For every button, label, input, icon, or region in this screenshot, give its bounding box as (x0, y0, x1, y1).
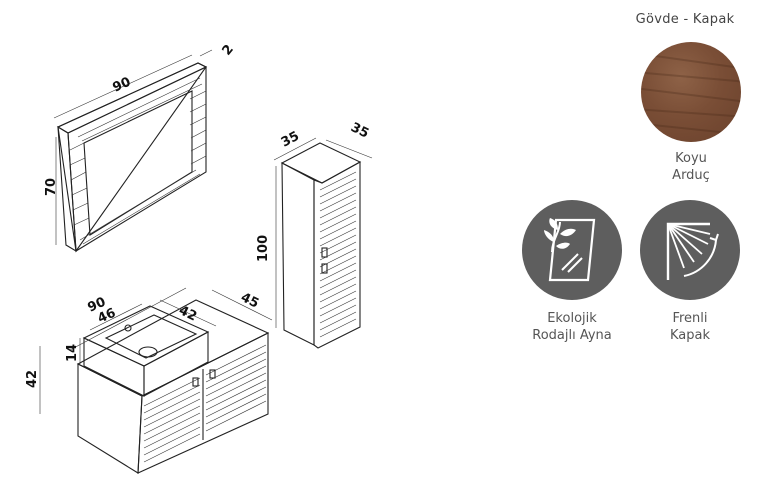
soft-close-label: Frenli Kapak (640, 310, 740, 344)
dim-unit-height: 42 (25, 370, 40, 388)
finish-name: Koyu Arduç (641, 150, 741, 184)
finish-name-line1: Koyu (675, 151, 707, 166)
eco-mirror-badge (522, 200, 622, 300)
eco-mirror-line1: Ekolojik (547, 311, 597, 326)
soft-close-line2: Kapak (669, 328, 710, 343)
finish-title: Gövde - Kapak (635, 12, 735, 27)
dim-cabinet-depth-right: 35 (348, 120, 371, 141)
dim-basin-width: 46 (96, 306, 119, 327)
soft-close-line1: Frenli (672, 311, 708, 326)
dim-cabinet-height: 100 (256, 235, 271, 262)
dim-basin-depth: 42 (176, 303, 199, 324)
dim-mirror-height: 70 (44, 178, 59, 196)
soft-close-icon (666, 222, 719, 280)
mirror-drawing (53, 49, 213, 253)
tall-cabinet-drawing (273, 137, 373, 349)
vanity-unit-drawing (39, 287, 273, 474)
technical-drawing: 90 2 70 (25, 42, 373, 474)
dim-mirror-depth: 2 (220, 42, 237, 59)
soft-close-badge (640, 200, 740, 300)
dim-unit-depth: 45 (238, 290, 261, 311)
eco-mirror-label: Ekolojik Rodajlı Ayna (507, 310, 637, 344)
dim-mirror-width: 90 (111, 75, 134, 96)
eco-mirror-line2: Rodajlı Ayna (532, 328, 612, 343)
dim-unit-width: 90 (86, 295, 109, 316)
finish-swatch (641, 42, 741, 142)
dim-basin-height: 14 (65, 344, 80, 362)
finish-name-line2: Arduç (672, 168, 710, 183)
eco-mirror-icon (544, 218, 596, 282)
